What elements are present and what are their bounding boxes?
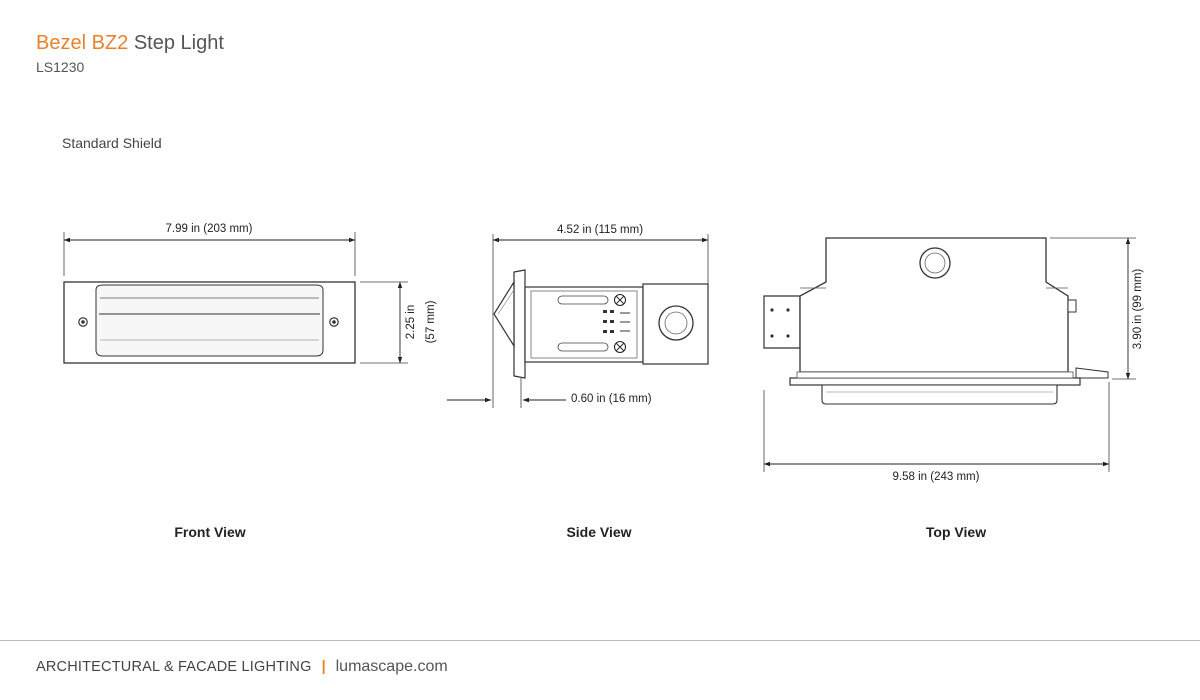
model-number: LS1230 (36, 59, 85, 75)
top-view-label: Top View (925, 524, 987, 540)
front-view-label: Front View (174, 524, 246, 540)
side-length-dim: 4.52 in (115 mm) (557, 224, 643, 236)
footer-divider (0, 640, 1200, 641)
top-view-drawing: 9.58 in (243 mm) 3.90 in (99 mm) (763, 237, 1144, 483)
side-flange-dim: 0.60 in (16 mm) (571, 393, 652, 405)
side-view-label: Side View (566, 524, 632, 540)
page-title: Bezel BZ2 Step Light (36, 32, 224, 55)
top-height-dim: 3.90 in (99 mm) (1132, 269, 1144, 350)
top-width-dim: 9.58 in (243 mm) (893, 471, 980, 483)
footer-website-link[interactable]: lumascape.com (335, 658, 448, 675)
product-brand: Bezel BZ2 (36, 32, 129, 54)
front-width-dim: 7.99 in (203 mm) (166, 223, 253, 235)
front-height-dim-line2: (57 mm) (425, 300, 437, 343)
product-type: Step Light (133, 32, 224, 54)
footer: ARCHITECTURAL & FACADE LIGHTING | lumascap… (36, 658, 448, 676)
variant-label: Standard Shield (62, 135, 162, 151)
technical-drawing: 7.99 in (203 mm) 2.25 in (57 mm) 4.52 in… (63, 223, 1144, 483)
front-view-drawing: 7.99 in (203 mm) 2.25 in (57 mm) (63, 223, 437, 364)
front-height-dim-line1: 2.25 in (405, 305, 417, 340)
footer-company: ARCHITECTURAL & FACADE LIGHTING (36, 659, 312, 675)
footer-separator: | (321, 659, 326, 675)
side-view-drawing: 4.52 in (115 mm) 0.60 in ( (447, 224, 709, 408)
